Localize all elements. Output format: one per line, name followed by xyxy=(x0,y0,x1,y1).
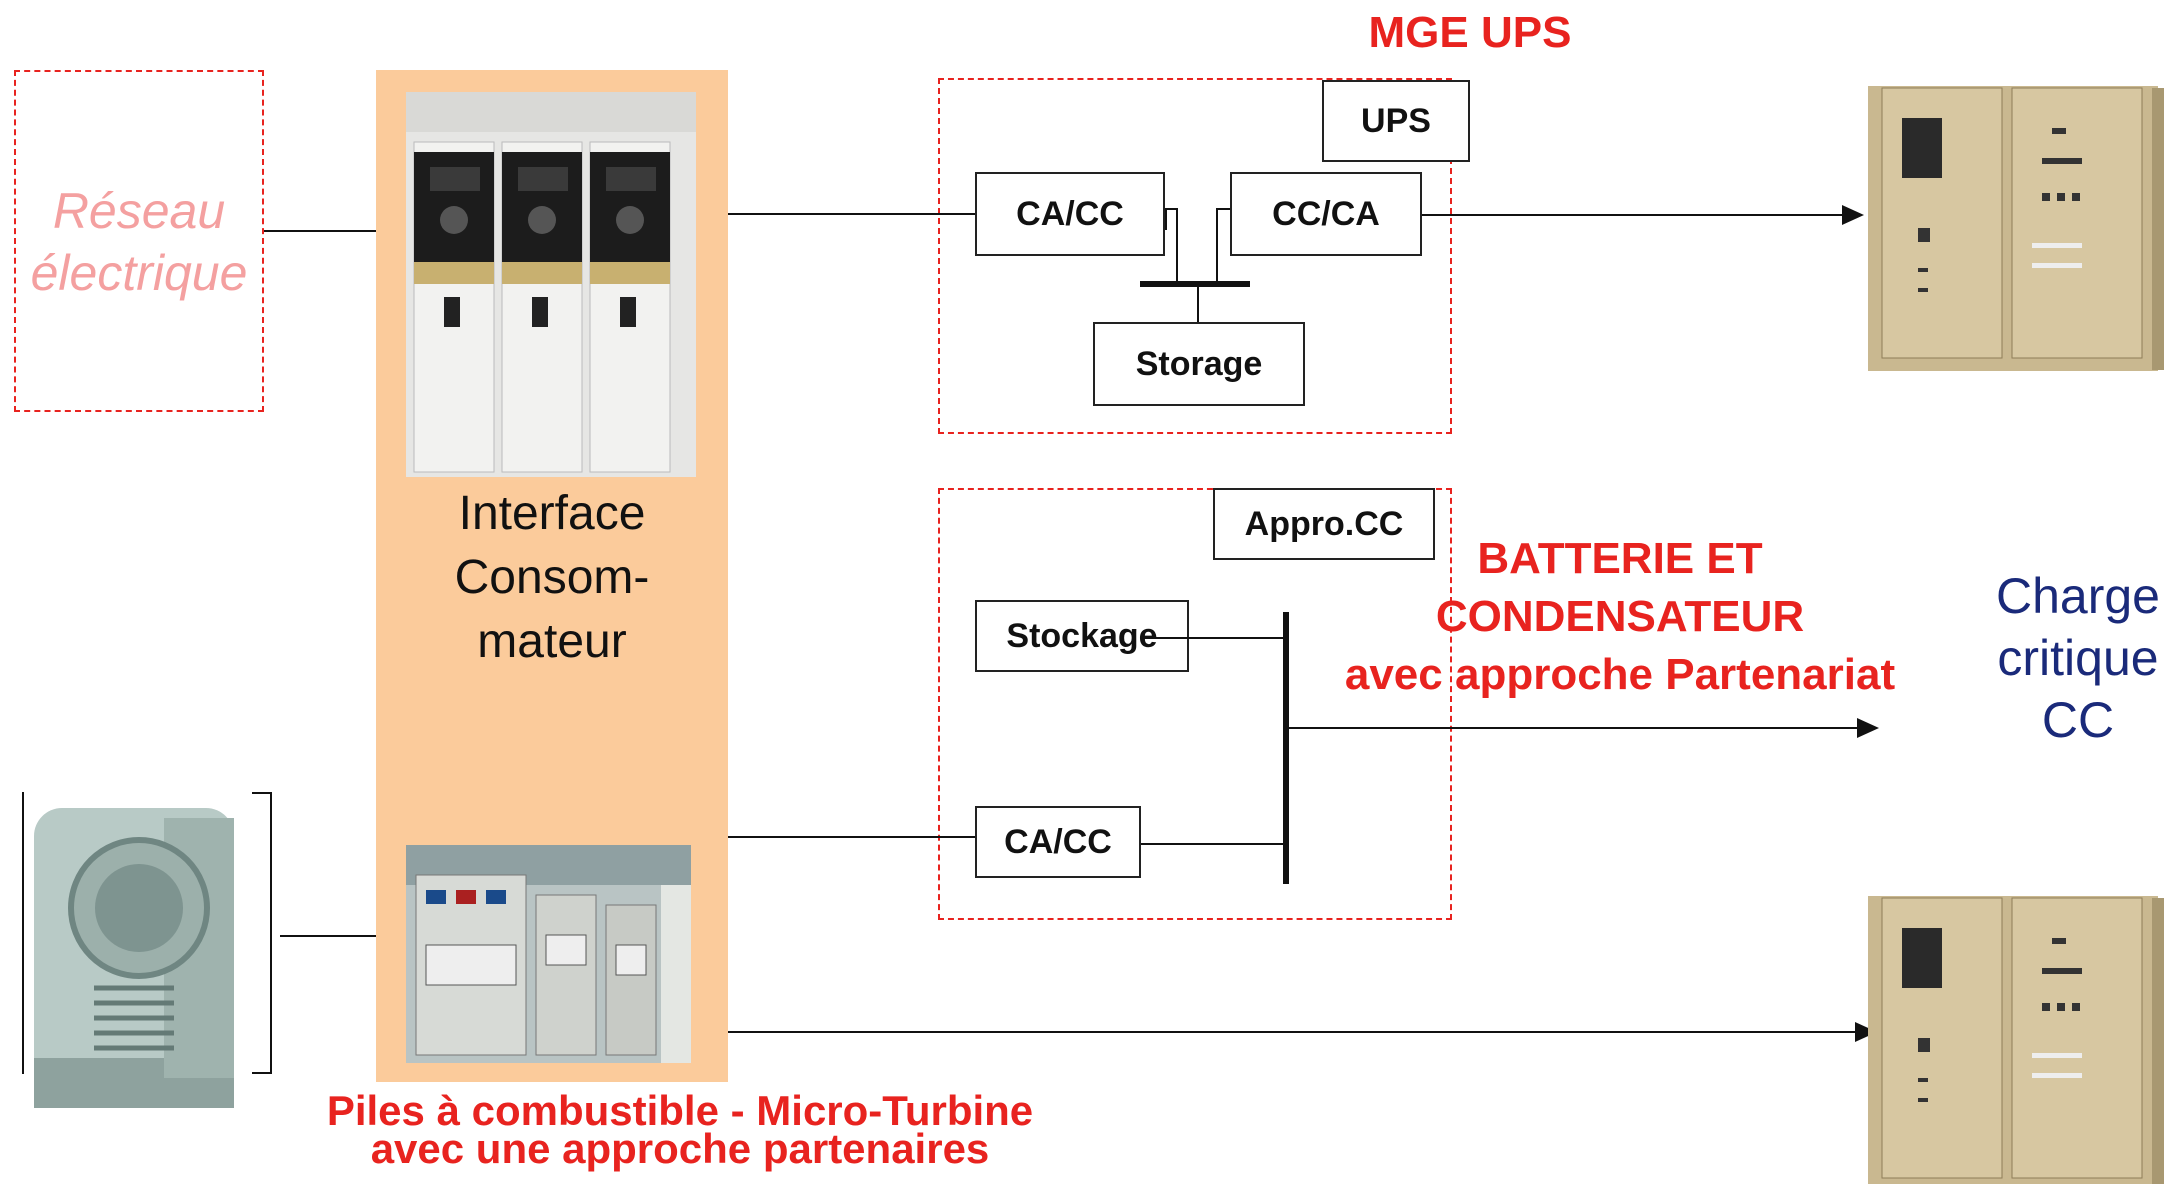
interface-to-mge-line xyxy=(728,213,975,215)
stockage-to-bus-line xyxy=(1140,637,1283,639)
reseau-line1: Réseau xyxy=(52,183,226,239)
mge-ups-title: MGE UPS xyxy=(1368,8,1572,57)
ups-cabinet-image-top xyxy=(1862,78,2168,378)
batterie-line1: BATTERIE ET xyxy=(1477,534,1763,583)
mge-output-arrow xyxy=(1842,205,1864,225)
bracket-side xyxy=(270,792,272,1074)
mge-cc-ca-box: CC/CA xyxy=(1230,172,1422,256)
charge-line3: CC xyxy=(2041,692,2115,748)
bracket-top xyxy=(252,792,272,794)
interface-to-appro-line xyxy=(728,836,975,838)
reseau-electrique-box xyxy=(14,70,264,412)
turbine-left-edge xyxy=(22,792,24,1074)
batterie-line2: CONDENSATEUR xyxy=(1435,592,1805,641)
interface-line2: Consom- xyxy=(454,551,650,604)
mge-ca-cc-drop-b xyxy=(1165,208,1177,210)
piles-output-line xyxy=(728,1031,1865,1033)
storage-box: Storage xyxy=(1093,322,1305,406)
ups-label-box: UPS xyxy=(1322,80,1470,162)
mge-cc-ca-drop-c xyxy=(1216,208,1218,282)
reseau-link-line xyxy=(264,230,376,232)
stockage-box: Stockage xyxy=(975,600,1189,672)
mge-output-line xyxy=(1422,214,1852,216)
appro-output-line xyxy=(1289,727,1867,729)
mge-ca-cc-box: CA/CC xyxy=(975,172,1165,256)
appro-ca-cc-box: CA/CC xyxy=(975,806,1141,878)
piles-caption: Piles à combustible - Micro-Turbine avec… xyxy=(250,1087,1110,1172)
appro-cc-region xyxy=(938,488,1452,920)
interface-line1: Interface xyxy=(458,487,646,540)
mge-ca-cc-drop-a xyxy=(1165,208,1167,230)
mge-dc-bus xyxy=(1140,281,1250,287)
micro-turbine-image xyxy=(24,788,252,1128)
charge-line2: critique xyxy=(1997,630,2159,686)
appro-output-arrow xyxy=(1857,718,1879,738)
mge-storage-drop xyxy=(1197,286,1199,322)
batterie-condensateur-title: BATTERIE ET CONDENSATEUR avec approche P… xyxy=(1300,530,1940,704)
charge-line1: Charge xyxy=(1996,568,2160,624)
turbine-link-line xyxy=(280,935,376,937)
ups-cabinet-image-bottom xyxy=(1862,888,2168,1184)
mge-ups-region xyxy=(938,78,1452,434)
control-room-image xyxy=(406,845,691,1063)
piles-line1: Piles à combustible - Micro-Turbine xyxy=(326,1087,1034,1134)
interface-label: Interface Consom- mateur xyxy=(376,482,728,674)
appro-dc-bus xyxy=(1283,612,1289,884)
batterie-line3: avec approche Partenariat xyxy=(1344,650,1896,699)
reseau-line2: électrique xyxy=(30,245,248,301)
appro-cc-label-box: Appro.CC xyxy=(1213,488,1435,560)
mge-cc-ca-drop-b xyxy=(1218,208,1230,210)
ca-cc-to-bus-line xyxy=(1141,843,1283,845)
reseau-electrique-label: Réseau électrique xyxy=(14,180,264,304)
bracket-bottom xyxy=(252,1072,272,1074)
charge-critique-label: Charge critique CC xyxy=(1964,565,2172,751)
switchgear-image xyxy=(406,92,696,477)
interface-line3: mateur xyxy=(477,615,627,668)
mge-ca-cc-drop-c xyxy=(1176,208,1178,282)
piles-line2: avec une approche partenaires xyxy=(370,1125,990,1172)
